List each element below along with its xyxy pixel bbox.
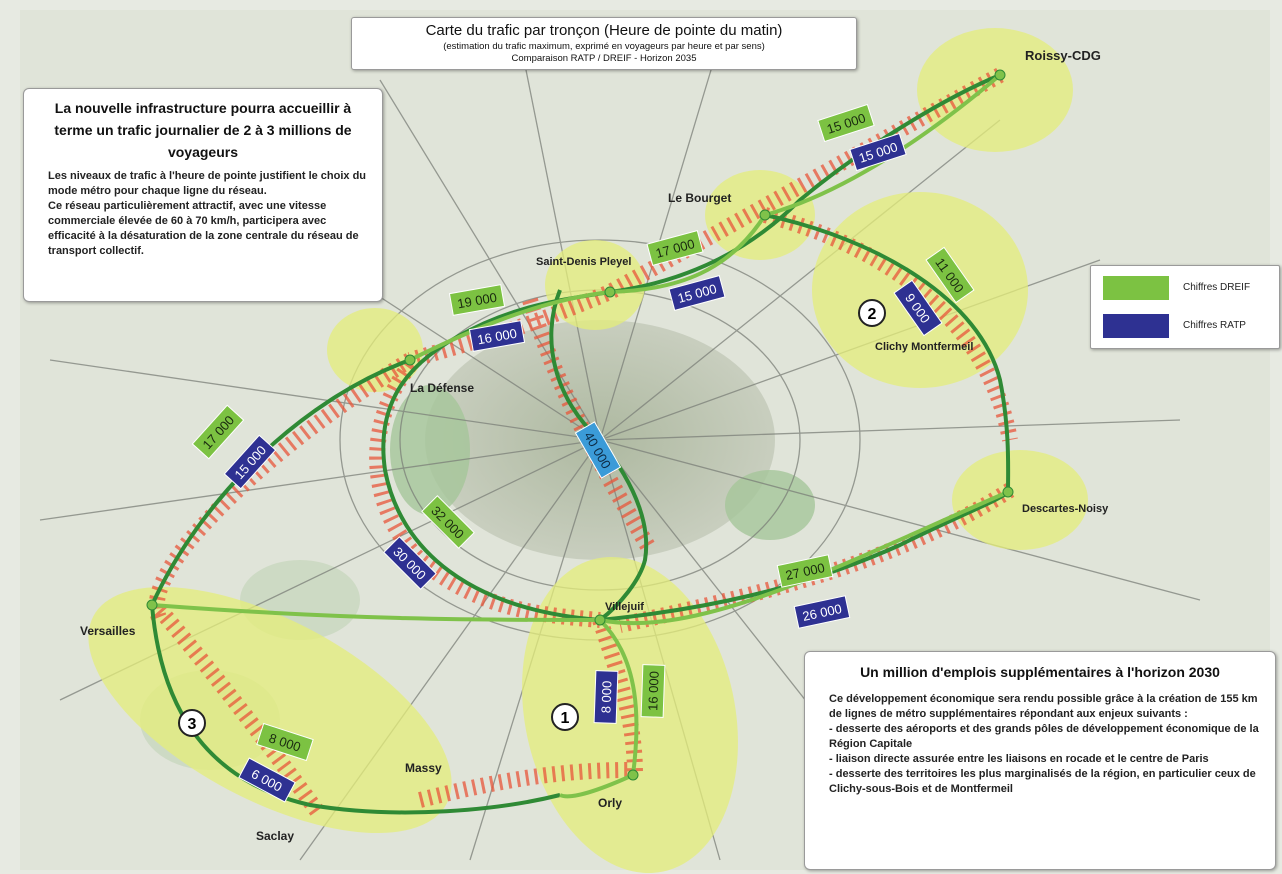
employment-bullet: - desserte des territoires les plus marg…	[829, 768, 1256, 795]
place-orly: Orly	[598, 796, 622, 810]
map-subtitle: (estimation du trafic maximum, exprimé e…	[443, 41, 765, 52]
traffic-label-central-box	[574, 421, 622, 479]
traffic-label-ratp-box	[238, 757, 296, 803]
place-roissy-cdg: Roissy-CDG	[1025, 48, 1101, 63]
employment-info-intro: Ce développement économique sera rendu p…	[829, 693, 1258, 720]
traffic-label-ratp: 16 000	[468, 320, 526, 352]
traffic-label-dreif-box	[191, 404, 245, 460]
zone-number-1: 1	[561, 710, 570, 727]
traffic-label-dreif-box	[925, 246, 975, 304]
traffic-info-paragraph-2: Ce réseau particulièrement attractif, av…	[48, 200, 359, 257]
place-labels: Roissy-CDG Le Bourget Saint-Denis Pleyel…	[80, 48, 1109, 843]
traffic-label-dreif: 16 000	[640, 664, 666, 718]
legend-label-dreif: Chiffres DREIF	[1183, 282, 1251, 293]
place-descartes-noisy: Descartes-Noisy	[1022, 503, 1109, 515]
traffic-label-ratp-box	[668, 275, 726, 311]
traffic-value-ratp: 8 000	[598, 680, 614, 713]
bois-de-boulogne	[390, 385, 470, 515]
traffic-label-ratp-box	[793, 595, 851, 629]
traffic-label-dreif: 19 000	[448, 284, 506, 316]
place-saint-denis-pleyel: Saint-Denis Pleyel	[536, 256, 631, 268]
traffic-info-paragraph-1: Les niveaux de trafic à l'heure de point…	[48, 170, 367, 197]
legend-label-ratp: Chiffres RATP	[1183, 320, 1246, 331]
legend-swatch-dreif	[1103, 276, 1169, 300]
traffic-info-heading: La nouvelle infrastructure pourra accuei…	[54, 100, 352, 160]
employment-info-body: Ce développement économique sera rendu p…	[829, 692, 1265, 797]
place-le-bourget: Le Bourget	[668, 191, 731, 205]
traffic-label-dreif: 8 000	[256, 722, 314, 762]
traffic-label-ratp-box	[468, 320, 526, 352]
zone-number-2: 2	[868, 306, 877, 323]
zone-number-3: 3	[188, 716, 197, 733]
traffic-label-dreif-box	[817, 103, 875, 143]
place-clichy-montfermeil: Clichy Montfermeil	[875, 341, 973, 353]
employment-info-box: Un million d'emplois supplémentaires à l…	[804, 651, 1276, 870]
station-dots	[146, 69, 1014, 781]
traffic-label-dreif: 17 000	[646, 230, 704, 266]
employment-info-heading: Un million d'emplois supplémentaires à l…	[860, 664, 1220, 680]
metro-lines-dark	[150, 73, 1011, 815]
map-title-box: Carte du trafic par tronçon (Heure de po…	[351, 17, 857, 70]
traffic-label-ratp-box	[849, 132, 907, 172]
traffic-label-ratp-box	[383, 536, 437, 590]
traffic-label-ratp-box	[223, 434, 277, 490]
traffic-label-dreif-box	[646, 230, 704, 266]
employment-bullet: - desserte des aéroports et des grands p…	[829, 723, 1259, 750]
traffic-value-dreif: 16 000	[645, 671, 661, 711]
traffic-info-box: La nouvelle infrastructure pourra accuei…	[23, 88, 383, 302]
traffic-label-dreif-box	[256, 722, 314, 762]
zone-markers: 1 2 3	[178, 299, 886, 737]
traffic-label-dreif-box	[421, 495, 475, 549]
traffic-label-dreif: 27 000	[776, 554, 834, 588]
place-saclay: Saclay	[256, 829, 294, 843]
traffic-label-dreif-box	[640, 664, 666, 718]
place-versailles: Versailles	[80, 624, 136, 638]
traffic-label-ratp-box	[593, 670, 619, 724]
bois-de-vincennes	[725, 470, 815, 540]
traffic-value-ratp: 16 000	[476, 326, 518, 348]
map-comparison-note: Comparaison RATP / DREIF - Horizon 2035	[511, 53, 697, 64]
traffic-label-ratp-box	[893, 279, 943, 337]
place-massy: Massy	[405, 761, 442, 775]
legend-swatch-ratp	[1103, 314, 1169, 338]
place-la-defense: La Défense	[410, 381, 474, 395]
traffic-label-dreif-box	[776, 554, 834, 588]
place-villejuif: Villejuif	[605, 601, 644, 613]
legend: Chiffres DREIF Chiffres RATP	[1090, 265, 1280, 349]
traffic-label-dreif-box	[448, 284, 506, 316]
traffic-label-ratp: 8 000	[593, 670, 619, 724]
map-title: Carte du trafic par tronçon (Heure de po…	[425, 22, 783, 39]
traffic-value-dreif: 19 000	[456, 290, 498, 312]
employment-bullet: - liaison directe assurée entre les liai…	[829, 753, 1209, 765]
traffic-label-ratp: 26 000	[793, 595, 851, 629]
